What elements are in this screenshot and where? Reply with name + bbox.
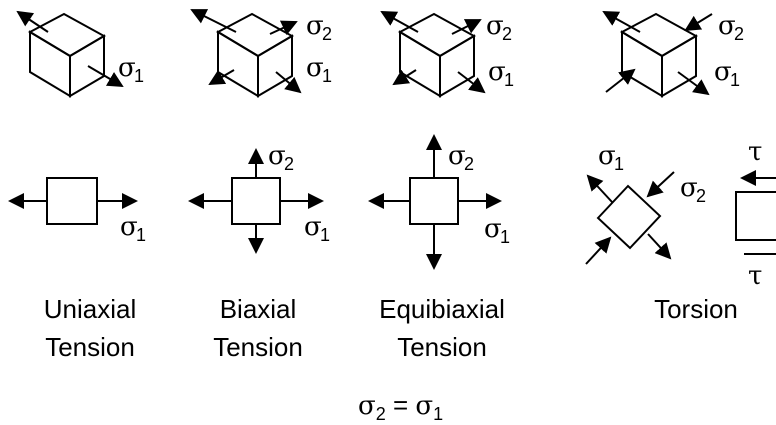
equibiaxial-square-sigma2-symbol: σ	[448, 141, 466, 171]
torsion-cube-sigma2-subscript: 2	[734, 24, 744, 44]
torsion-diamond-arrow-out-lower	[647, 233, 672, 260]
equibiaxial-cube-sigma2-symbol: σ	[486, 11, 504, 41]
biaxial-cube-arrow-back	[208, 69, 235, 86]
equibiaxial-square: σ 2 σ 1	[368, 134, 510, 270]
torsion-diamond-arrow-in-upper	[646, 171, 675, 198]
torsion-cube-arrow-in-bottom	[605, 68, 636, 93]
equibiaxial-cube: σ 2 σ 1	[380, 11, 514, 98]
biaxial-square-sigma1-subscript: 1	[320, 225, 330, 245]
torsion-cube-arrow-sigma1	[677, 71, 710, 96]
uniaxial-cube-sigma1-symbol: σ	[118, 53, 136, 83]
torsion-cube-sigma1-subscript: 1	[730, 70, 740, 90]
torsion-shear-square: τ τ	[735, 137, 776, 291]
equibiaxial-condition: σ2 = σ1	[358, 390, 443, 424]
biaxial-cube: σ 2 σ 1	[190, 9, 332, 98]
torsion-cube-sigma1-symbol: σ	[714, 57, 732, 87]
biaxial-label-line1: Biaxial	[220, 294, 297, 324]
uniaxial-square: σ 1	[8, 177, 146, 245]
equibiaxial-square-sigma1-symbol: σ	[484, 214, 502, 244]
equibiaxial-cube-arrow-back	[392, 69, 417, 86]
biaxial-cube-arrow-out	[190, 9, 237, 33]
equibiaxial-square-sigma1-subscript: 1	[500, 227, 510, 247]
torsion-cube: σ 2 σ 1	[602, 11, 744, 98]
equibiaxial-square-sigma2-subscript: 2	[464, 154, 474, 174]
torsion-diamond-sigma2-subscript: 2	[696, 186, 706, 206]
torsion-cube-arrow-in-top	[684, 13, 713, 32]
equibiaxial-cube-arrow-out	[380, 11, 419, 33]
biaxial-square-sigma2-subscript: 2	[284, 154, 294, 174]
torsion-diamond-sigma1-symbol: σ	[598, 141, 616, 171]
biaxial-cube-sigma1-symbol: σ	[306, 53, 324, 83]
equibiaxial-label-line1: Equibiaxial	[379, 294, 505, 324]
torsion-diamond-arrow-out-upper	[586, 174, 613, 203]
uniaxial-cube-arrow-sigma1	[87, 65, 124, 88]
torsion-diamond-sigma2-symbol: σ	[680, 173, 698, 203]
biaxial-cube-arrow-sigma2	[269, 20, 298, 36]
equibiaxial-cube-sigma1-subscript: 1	[504, 70, 514, 90]
torsion-shear-tau-top: τ	[748, 137, 762, 167]
biaxial-square: σ 2 σ 1	[188, 141, 330, 254]
equibiaxial-label-line2: Tension	[397, 332, 487, 362]
uniaxial-square-sigma1-subscript: 1	[136, 225, 146, 245]
biaxial-label-line2: Tension	[213, 332, 303, 362]
equibiaxial-cube-sigma2-subscript: 2	[502, 24, 512, 44]
torsion-diamond: σ 1 σ 2	[585, 141, 706, 265]
biaxial-cube-sigma2-subscript: 2	[322, 24, 332, 44]
biaxial-square-sigma1-symbol: σ	[304, 212, 322, 242]
equibiaxial-cube-arrow-sigma2	[451, 19, 482, 35]
biaxial-square-sigma2-symbol: σ	[268, 141, 286, 171]
uniaxial-label-line2: Tension	[45, 332, 135, 362]
equibiaxial-condition-equation: σ2 = σ1	[358, 390, 443, 424]
torsion-diamond-arrow-in-lower	[585, 236, 612, 265]
biaxial-cube-arrow-sigma1	[275, 71, 302, 94]
uniaxial-cube: σ 1	[16, 10, 144, 98]
torsion-shear-tau-bottom: τ	[748, 261, 762, 291]
torsion-label: Torsion	[654, 294, 738, 324]
torsion-cube-arrow-out	[602, 11, 641, 33]
biaxial-cube-sigma1-subscript: 1	[322, 66, 332, 86]
biaxial-cube-sigma2-symbol: σ	[306, 11, 324, 41]
torsion-diamond-sigma1-subscript: 1	[614, 154, 624, 174]
equibiaxial-cube-sigma1-symbol: σ	[488, 57, 506, 87]
torsion-cube-sigma2-symbol: σ	[718, 11, 736, 41]
uniaxial-cube-sigma1-subscript: 1	[134, 66, 144, 86]
uniaxial-cube-arrow-out	[16, 10, 49, 33]
uniaxial-label-line1: Uniaxial	[44, 294, 137, 324]
uniaxial-square-sigma1-symbol: σ	[120, 212, 138, 242]
equibiaxial-cube-arrow-sigma1	[457, 71, 486, 94]
